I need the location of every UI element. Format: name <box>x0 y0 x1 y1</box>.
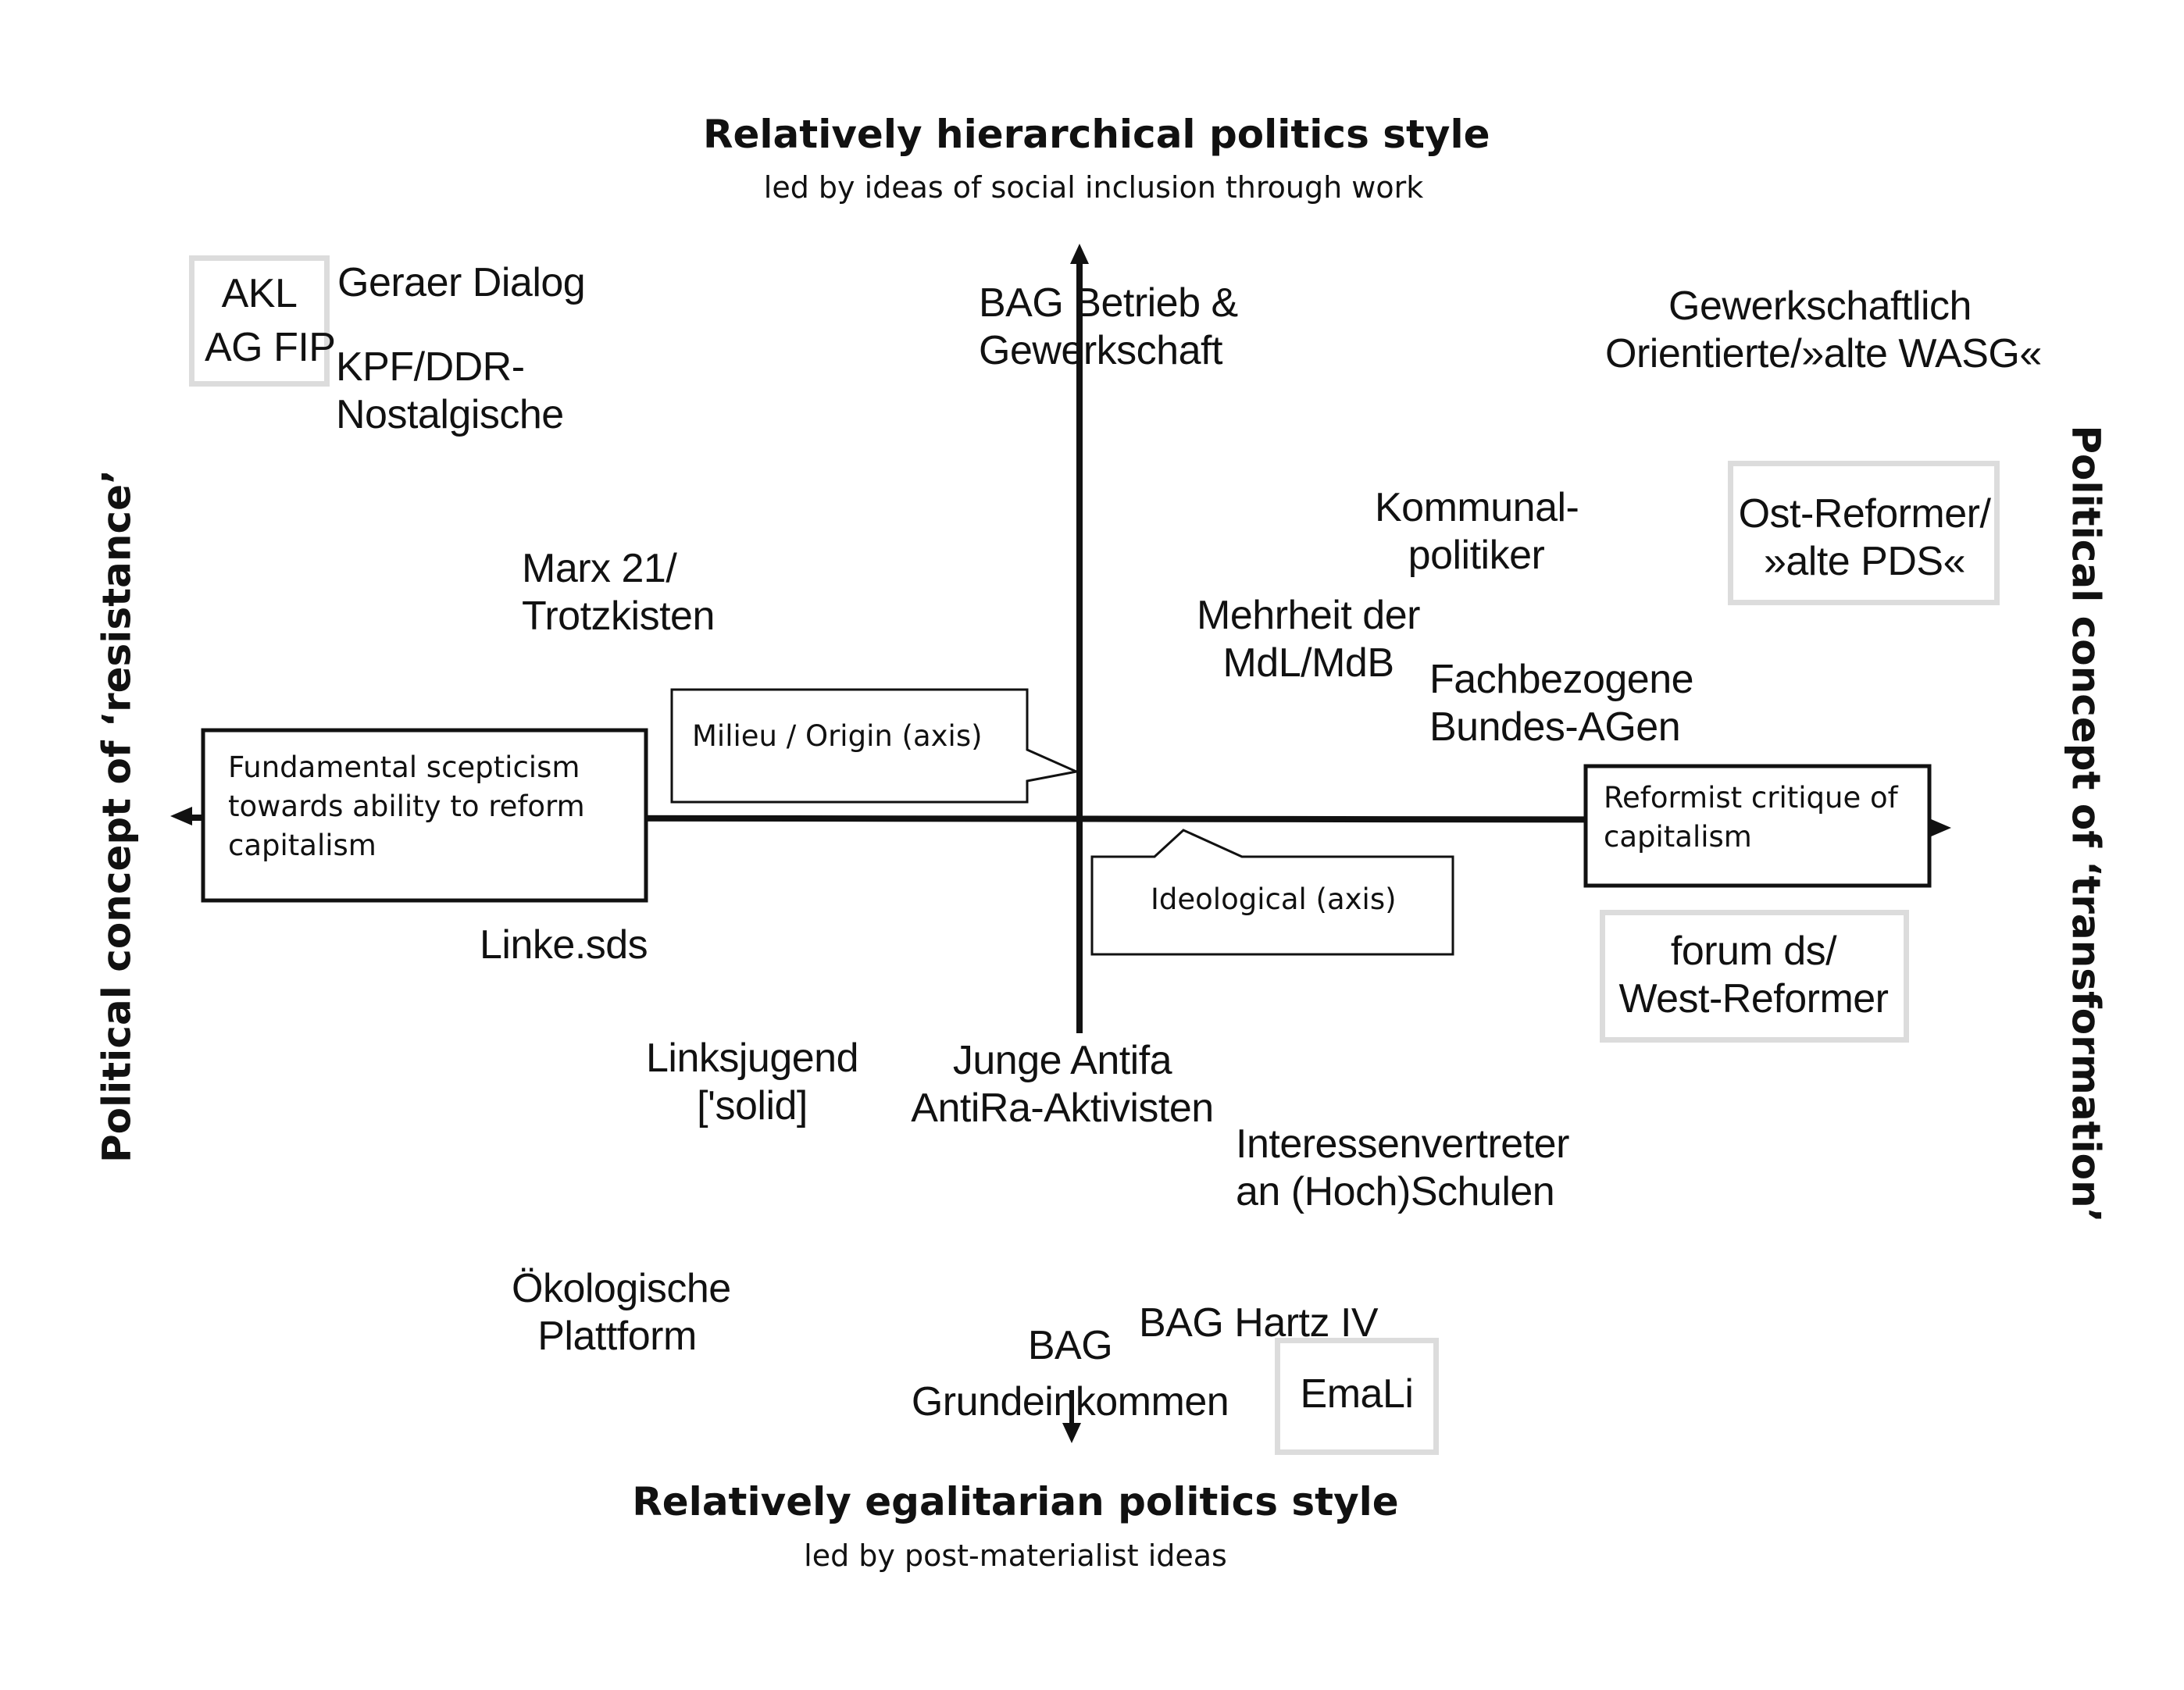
callout-horizontal-frame <box>1090 829 1454 956</box>
top-title: Relatively hierarchical politics style <box>703 112 1490 157</box>
group-geraer-dialog: Geraer Dialog <box>337 260 586 305</box>
arrow-left <box>170 807 192 825</box>
right-side-label: Political concept of ‘transformation’ <box>2063 425 2109 1223</box>
callout-horizontal-text: Ideological (axis) <box>1151 882 1397 916</box>
group-linksjugend: Linksjugend ['solid] <box>645 1036 859 1129</box>
group-linke-sds: Linke.sds <box>480 922 648 968</box>
left-box-text: Fundamental scepticism towards ability t… <box>228 751 585 862</box>
left-side-label: Political concept of ‘resistance’ <box>94 469 140 1163</box>
group-kommunalpolitiker: Kommunal- politiker <box>1375 485 1579 579</box>
bottom-title: Relatively egalitarian politics style <box>632 1479 1399 1524</box>
emali-highlight-frame <box>1275 1338 1439 1455</box>
callout-vertical-text: Milieu / Origin (axis) <box>692 719 983 753</box>
left-box-frame <box>201 728 648 903</box>
arrow-right <box>1929 818 1951 837</box>
group-oekologische: Ökologische Plattform <box>512 1266 731 1360</box>
group-junge-antifa: Junge Antifa AntiRa-Aktivisten <box>911 1038 1214 1132</box>
akl-highlight-frame <box>189 255 330 387</box>
group-gewerkschaftlich: Gewerkschaftlich Orientierte/»alte WASG« <box>1605 283 2042 377</box>
group-forum-ds: forum ds/ West-Reformer <box>1618 929 1889 1022</box>
arrow-up <box>1070 244 1089 264</box>
group-mehrheit-mdl-mdb: Mehrheit der MdL/MdB <box>1197 593 1420 686</box>
group-kpf-ddr: KPF/DDR- Nostalgische <box>336 344 564 438</box>
bottom-subtitle: led by post-materialist ideas <box>804 1538 1227 1573</box>
group-bag-betrieb: BAG Betrieb & Gewerkschaft <box>979 280 1238 374</box>
group-fachbezogene: Fachbezogene Bundes-AGen <box>1429 657 1694 751</box>
top-subtitle: led by ideas of social inclusion through… <box>763 170 1424 205</box>
group-bag-hartz: BAG Hartz IV <box>1139 1300 1379 1346</box>
ost-reformer-highlight-frame <box>1728 461 2000 605</box>
callout-vertical-frame <box>670 688 1080 804</box>
group-ost-reformer: Ost-Reformer/ »alte PDS« <box>1738 491 1991 585</box>
right-box-frame <box>1583 764 1932 888</box>
group-akl-ag-fip: AKL AG FIP <box>205 271 336 370</box>
group-marx21: Marx 21/ Trotzkisten <box>522 546 715 640</box>
group-bag-grundeinkommen: BAG Grundeinkommen <box>911 1323 1229 1424</box>
group-emali: EmaLi <box>1300 1371 1414 1417</box>
forum-ds-highlight-frame <box>1600 910 1909 1043</box>
group-interessenvertreter: Interessenvertreter an (Hoch)Schulen <box>1236 1121 1569 1215</box>
right-box-text: Reformist critique of capitalism <box>1604 781 1898 854</box>
arrow-down <box>1062 1423 1081 1443</box>
